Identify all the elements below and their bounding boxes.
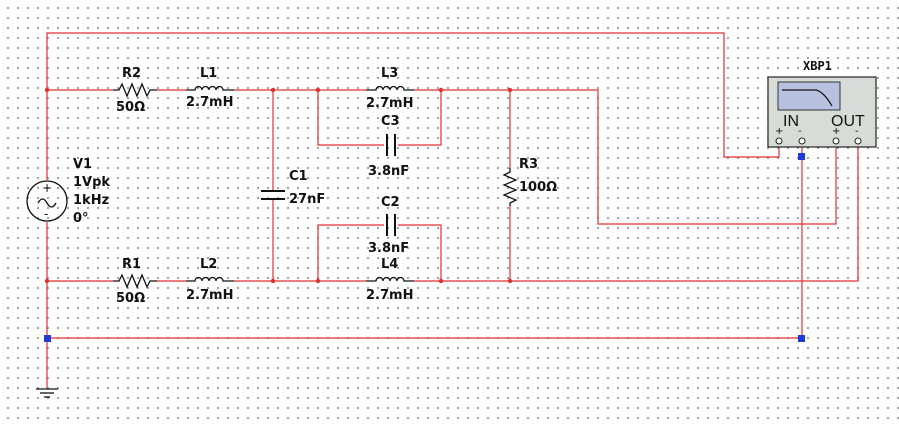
c2-value: 3.8nF xyxy=(368,241,409,256)
junction-dot xyxy=(315,87,321,93)
bode-curve-icon xyxy=(782,89,833,107)
wire-c3-loop-r[interactable] xyxy=(398,90,442,146)
wire-c2-loop[interactable] xyxy=(317,224,384,281)
junction-dot xyxy=(438,87,444,93)
selection-handle[interactable] xyxy=(798,153,805,160)
selection-markers xyxy=(44,153,805,342)
instrument-screen xyxy=(777,81,841,111)
in-minus-sign: - xyxy=(798,126,802,137)
bode-plotter-xbp1[interactable] xyxy=(767,76,877,148)
resistor-r3[interactable] xyxy=(502,168,518,206)
v1-phase: 0° xyxy=(73,211,89,226)
wire-return[interactable] xyxy=(47,157,803,339)
r3-value: 100Ω xyxy=(519,180,557,195)
in-plus-sign: + xyxy=(775,126,783,137)
selection-handle[interactable] xyxy=(44,335,51,342)
terminal-in-minus[interactable] xyxy=(798,137,806,145)
instrument-name: XBP1 xyxy=(803,59,832,73)
wires xyxy=(46,32,859,388)
r3-name: R3 xyxy=(519,157,538,172)
l2-value: 2.7mH xyxy=(186,288,233,303)
capacitor-c3[interactable] xyxy=(386,134,396,156)
out-minus-sign: - xyxy=(855,126,859,137)
c1-name: C1 xyxy=(289,169,308,184)
terminal-out-plus[interactable] xyxy=(832,137,840,145)
junction-dot xyxy=(507,278,513,284)
c2-name: C2 xyxy=(381,195,400,210)
inductor-l3[interactable] xyxy=(366,85,414,91)
r1-name: R1 xyxy=(122,257,141,272)
inductor-l4[interactable] xyxy=(366,276,414,282)
resistor-r1[interactable] xyxy=(113,273,157,289)
wire-bottom-rail-d[interactable] xyxy=(414,138,859,282)
junction-dot xyxy=(507,87,513,93)
c3-name: C3 xyxy=(381,114,400,129)
ac-source-v1[interactable]: + - xyxy=(26,180,68,222)
inductor-l1[interactable] xyxy=(186,85,234,91)
l3-name: L3 xyxy=(381,66,398,81)
c1-value: 27nF xyxy=(289,192,325,207)
junction-dot xyxy=(315,278,321,284)
junctions xyxy=(44,87,513,284)
l3-value: 2.7mH xyxy=(366,96,413,111)
c3-value: 3.8nF xyxy=(368,164,409,179)
wire-c2-loop-r[interactable] xyxy=(398,224,442,281)
wire-top-loop[interactable] xyxy=(46,32,780,158)
source-minus-sign: - xyxy=(44,207,48,221)
l1-name: L1 xyxy=(200,66,217,81)
v1-name: V1 xyxy=(73,157,92,172)
sine-icon xyxy=(37,198,57,208)
resistor-r2[interactable] xyxy=(113,82,157,98)
terminal-out-minus[interactable] xyxy=(854,137,862,145)
instrument-in-label: IN xyxy=(783,113,799,130)
l4-value: 2.7mH xyxy=(366,288,413,303)
terminal-in-plus[interactable] xyxy=(775,137,783,145)
junction-dot xyxy=(270,87,276,93)
l2-name: L2 xyxy=(200,257,217,272)
inductor-l2[interactable] xyxy=(186,276,234,282)
junction-dot xyxy=(44,87,50,93)
selection-handle[interactable] xyxy=(798,335,805,342)
junction-dot xyxy=(270,278,276,284)
wire-top-rail-d[interactable] xyxy=(414,89,837,225)
capacitor-c1[interactable] xyxy=(261,190,285,200)
ground-icon[interactable] xyxy=(36,388,58,398)
junction-dot xyxy=(44,278,50,284)
v1-frequency: 1kHz xyxy=(73,193,109,208)
l4-name: L4 xyxy=(381,257,398,272)
l1-value: 2.7mH xyxy=(186,95,233,110)
r2-value: 50Ω xyxy=(116,100,145,115)
r2-name: R2 xyxy=(122,66,141,81)
v1-amplitude: 1Vpk xyxy=(73,175,110,190)
out-plus-sign: + xyxy=(832,126,840,137)
instrument-terminals xyxy=(775,137,862,145)
wire-c3-loop[interactable] xyxy=(317,90,384,146)
source-plus-sign: + xyxy=(42,181,52,195)
instrument-out-label: OUT xyxy=(831,113,865,130)
capacitor-c2[interactable] xyxy=(386,214,396,236)
junction-dot xyxy=(438,278,444,284)
r1-value: 50Ω xyxy=(116,291,145,306)
